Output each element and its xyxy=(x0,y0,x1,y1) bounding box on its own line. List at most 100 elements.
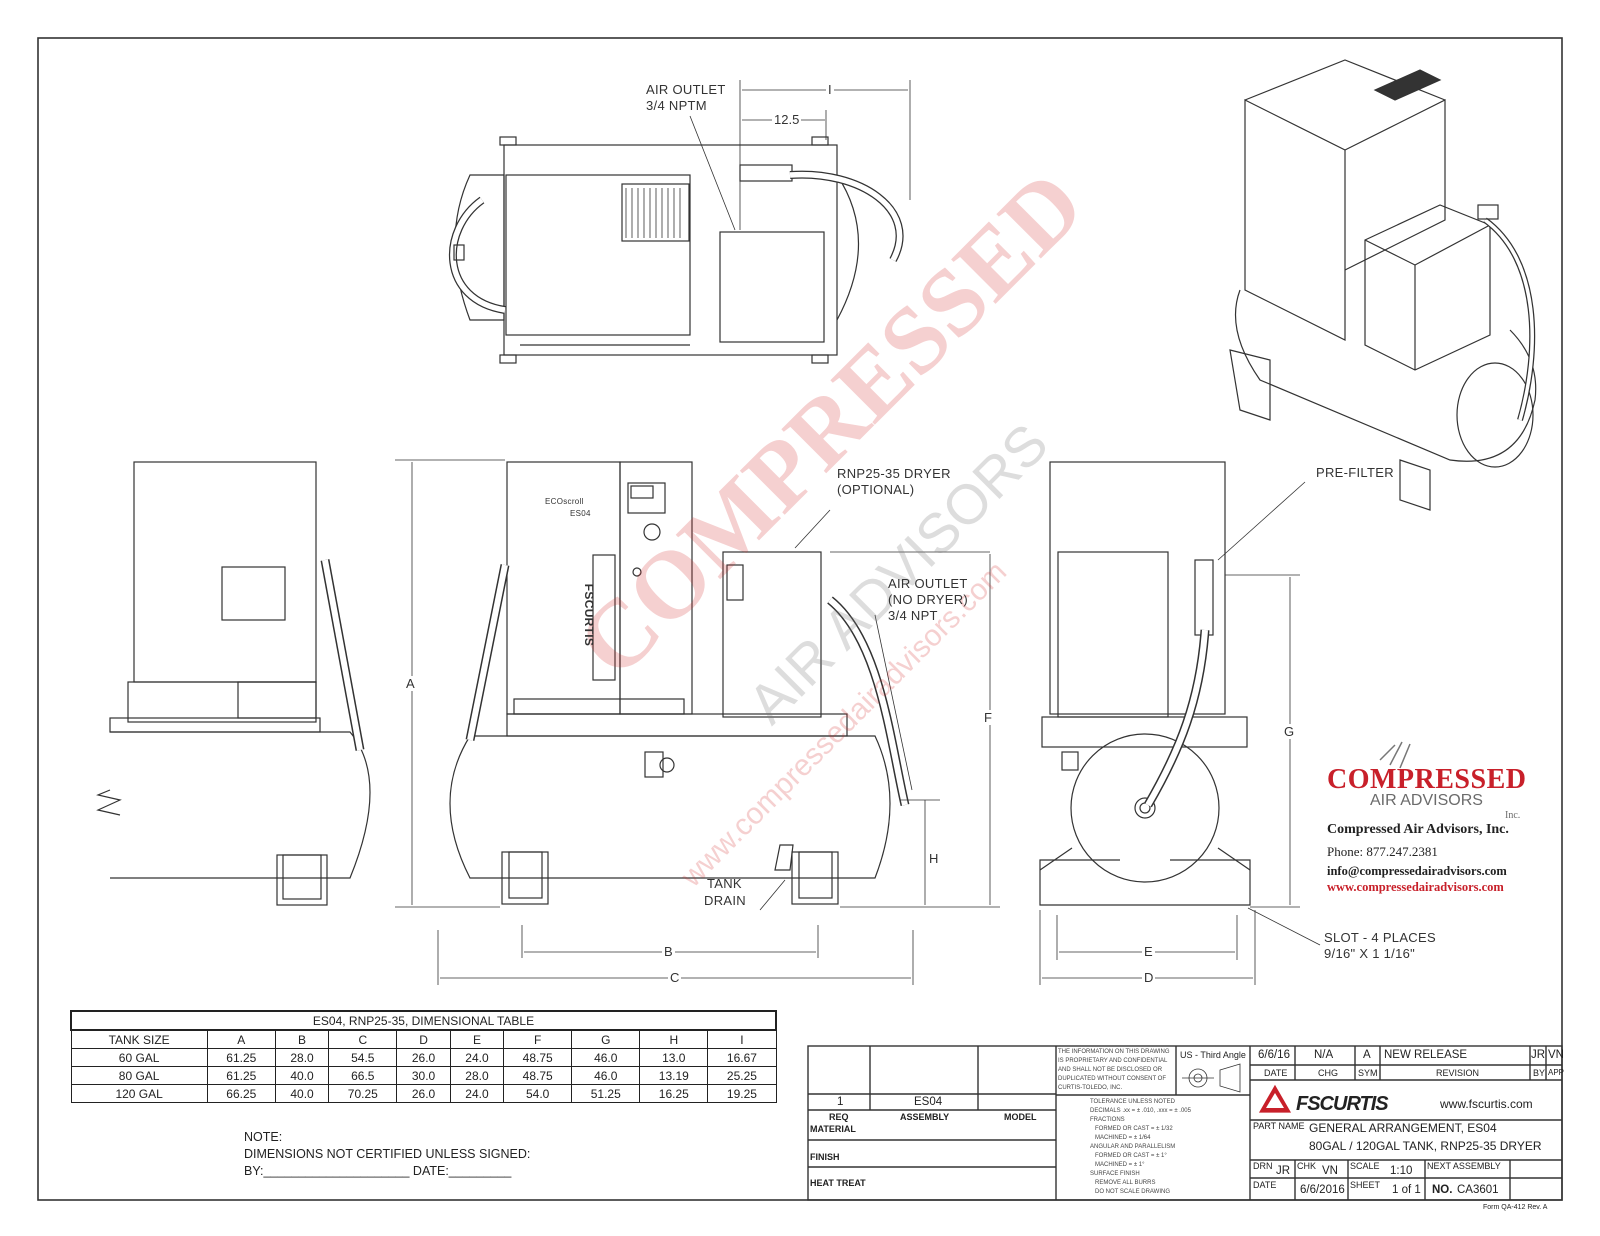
table-cell: 28.0 xyxy=(449,1066,505,1085)
table-row: 60 GAL 61.25 28.0 54.5 26.0 24.0 48.75 4… xyxy=(70,1048,777,1067)
ecoscroll-panel-label: ECOscroll xyxy=(545,497,584,506)
dealer-phone: Phone: 877.247.2381 xyxy=(1327,844,1438,859)
note-line-1: DIMENSIONS NOT CERTIFIED UNLESS SIGNED: xyxy=(244,1147,531,1161)
table-cell: 66.5 xyxy=(328,1066,398,1085)
air-outlet-nodryer-label: AIR OUTLET xyxy=(888,576,968,591)
dim-H: H xyxy=(927,851,941,866)
right-view xyxy=(1039,461,1251,906)
tb-heat-treat: HEAT TREAT xyxy=(810,1178,866,1188)
table-cell: 70.25 xyxy=(328,1084,398,1103)
dim-G: G xyxy=(1282,724,1297,739)
dim-C: C xyxy=(668,970,682,985)
tb-next-assembly: NEXT ASSEMBLY xyxy=(1427,1161,1501,1171)
pre-filter-label: PRE-FILTER xyxy=(1316,465,1394,480)
table-cell: 26.0 xyxy=(396,1084,451,1103)
dim-E: E xyxy=(1142,944,1155,959)
table-cell: 54.0 xyxy=(503,1084,573,1103)
dryer-optional-label: (OPTIONAL) xyxy=(837,482,915,497)
dealer-website[interactable]: www.compressedairadvisors.com xyxy=(1327,880,1504,894)
dim-A: A xyxy=(404,676,417,691)
dimensional-table: ES04, RNP25-35, DIMENSIONAL TABLE TANK S… xyxy=(70,1010,777,1103)
es04-panel-label: ES04 xyxy=(570,509,591,518)
table-cell: 28.0 xyxy=(274,1048,330,1067)
table-cell: 16.25 xyxy=(639,1084,709,1103)
fscurtis-logo-mark xyxy=(1258,1084,1292,1113)
table-header: C xyxy=(328,1029,398,1049)
third-angle-symbol xyxy=(1182,1063,1241,1093)
table-cell: 13.19 xyxy=(639,1066,709,1085)
table-header: TANK SIZE xyxy=(70,1029,208,1049)
rev-h-sym: SYM xyxy=(1358,1068,1378,1078)
table-header-row: TANK SIZE A B C D E F G H I xyxy=(70,1029,777,1049)
tb-drn-label: DRN xyxy=(1253,1161,1273,1171)
table-cell: 120 GAL xyxy=(70,1084,208,1103)
table-cell: 61.25 xyxy=(206,1048,276,1067)
dim-I: I xyxy=(826,82,834,97)
sheet-border xyxy=(37,37,1563,1201)
table-cell: 24.0 xyxy=(449,1048,505,1067)
table-cell: 60 GAL xyxy=(70,1048,208,1067)
table-cell: 48.75 xyxy=(503,1066,573,1085)
table-cell: 40.0 xyxy=(274,1084,330,1103)
tb-material: MATERIAL xyxy=(810,1124,856,1134)
table-cell: 25.25 xyxy=(707,1066,777,1085)
dim-12-5: 12.5 xyxy=(772,112,802,127)
air-outlet-top-size: 3/4 NPTM xyxy=(646,98,707,113)
rev-h-revision: REVISION xyxy=(1436,1068,1480,1078)
table-cell: 19.25 xyxy=(707,1084,777,1103)
tb-projection: US - Third Angle xyxy=(1180,1050,1246,1060)
rev-chg: N/A xyxy=(1314,1049,1334,1061)
tb-part-name-label: PART NAME xyxy=(1253,1121,1305,1131)
table-header: D xyxy=(396,1029,451,1049)
dealer-name: Compressed Air Advisors, Inc. xyxy=(1327,822,1509,837)
table-cell: 26.0 xyxy=(396,1048,451,1067)
tb-scale-label: SCALE xyxy=(1350,1161,1380,1171)
dealer-logo-inc: Inc. xyxy=(1505,810,1521,821)
tb-scale: 1:10 xyxy=(1390,1165,1413,1177)
note-line-2: BY:_____________________ DATE:_________ xyxy=(244,1164,512,1178)
tb-sheet-label: SHEET xyxy=(1350,1180,1381,1190)
dealer-logo-line1: COMPRESSED xyxy=(1327,764,1527,795)
tb-chk: VN xyxy=(1322,1165,1338,1177)
table-header: I xyxy=(707,1029,777,1049)
table-cell: 24.0 xyxy=(449,1084,505,1103)
curtis-vertical-label: FSCURTIS xyxy=(582,583,597,647)
top-view xyxy=(448,136,904,364)
tb-tolerance: TOLERANCE UNLESS NOTED DECIMALS .xx = ± … xyxy=(1090,1099,1191,1195)
rev-desc: NEW RELEASE xyxy=(1384,1049,1468,1061)
table-cell: 54.5 xyxy=(328,1048,398,1067)
tb-brand: FSCURTIS xyxy=(1296,1093,1389,1115)
table-cell: 51.25 xyxy=(571,1084,641,1103)
air-outlet-top-label: AIR OUTLET xyxy=(646,82,726,97)
table-header: F xyxy=(503,1029,573,1049)
table-cell: 13.0 xyxy=(639,1048,709,1067)
dealer-logo-line2: AIR ADVISORS xyxy=(1370,792,1483,809)
tb-req-qty: 1 xyxy=(837,1096,844,1108)
dealer-logo-swoosh xyxy=(1379,741,1411,769)
rev-app: VN xyxy=(1548,1049,1564,1061)
table-title-row: ES04, RNP25-35, DIMENSIONAL TABLE xyxy=(70,1010,777,1031)
rev-date: 6/6/16 xyxy=(1258,1049,1290,1061)
note-title: NOTE: xyxy=(244,1130,283,1144)
air-outlet-nodryer-label-2: (NO DRYER) xyxy=(888,592,969,607)
table-header: B xyxy=(274,1029,330,1049)
tb-website[interactable]: www.fscurtis.com xyxy=(1440,1097,1533,1111)
slot-label: SLOT - 4 PLACES xyxy=(1324,930,1436,945)
tb-number: CA3601 xyxy=(1457,1184,1499,1196)
rev-by: JR xyxy=(1531,1049,1546,1061)
rev-h-date: DATE xyxy=(1264,1068,1288,1078)
rev-h-by: BY xyxy=(1533,1068,1546,1078)
table-cell: 80 GAL xyxy=(70,1066,208,1085)
dealer-email[interactable]: info@compressedairadvisors.com xyxy=(1327,864,1507,878)
tb-sheet: 1 of 1 xyxy=(1392,1184,1421,1196)
tb-no-label: NO. xyxy=(1432,1184,1453,1196)
tb-col-req: REQ xyxy=(829,1112,849,1122)
dim-F: F xyxy=(982,710,994,725)
tb-drn: JR xyxy=(1276,1165,1291,1177)
tank-drain-label-2: DRAIN xyxy=(704,893,746,908)
table-title: ES04, RNP25-35, DIMENSIONAL TABLE xyxy=(70,1010,777,1031)
tb-date: 6/6/2016 xyxy=(1300,1184,1345,1196)
rev-h-app: APP xyxy=(1548,1068,1565,1077)
table-row: 120 GAL 66.25 40.0 70.25 26.0 24.0 54.0 … xyxy=(70,1084,777,1103)
